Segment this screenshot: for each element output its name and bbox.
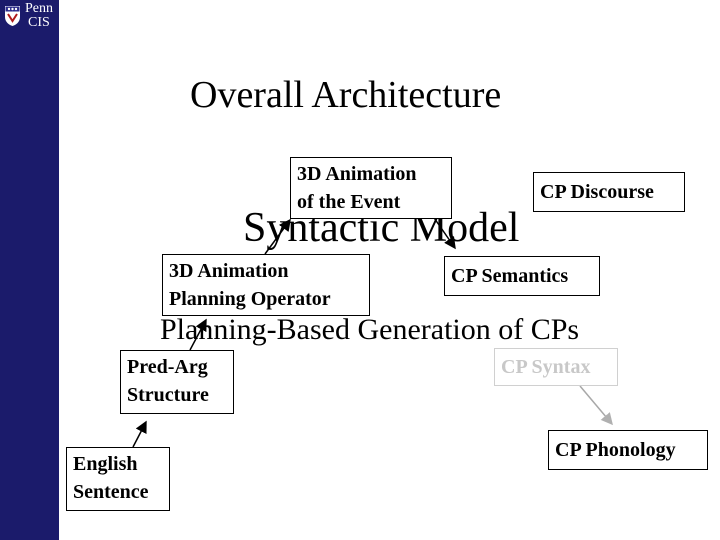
box-text-line1: CP Semantics — [451, 265, 569, 287]
logo-text-penn: Penn — [25, 1, 53, 16]
arrow-syntax-to-phonology — [579, 385, 613, 426]
box-text-line2: Structure — [127, 384, 209, 406]
box-text-line2: of the Event — [297, 191, 401, 213]
shield-icon — [5, 6, 20, 26]
slide-title: Overall Architecture — [190, 74, 502, 116]
box-pred-arg-structure: Pred-Arg Structure — [120, 350, 234, 414]
box-text-line2: Sentence — [73, 481, 149, 503]
box-cp-phonology: CP Phonology — [548, 430, 708, 470]
box-text-line1: English — [73, 453, 138, 475]
arrow-english-to-predarg — [132, 420, 147, 448]
box-cp-semantics: CP Semantics — [444, 256, 600, 296]
planning-generation-label: Planning-Based Generation of CPs — [160, 313, 580, 346]
box-text-line1: Pred-Arg — [127, 356, 208, 378]
sidebar: Penn CIS — [0, 0, 59, 540]
box-cp-discourse: CP Discourse — [533, 172, 685, 212]
box-cp-syntax: CP Syntax — [494, 348, 618, 386]
box-text-line1: CP Discourse — [540, 181, 654, 203]
box-text-line2: Planning Operator — [169, 288, 331, 310]
box-3d-animation-event: 3D Animation of the Event — [290, 157, 452, 219]
box-english-sentence: English Sentence — [66, 447, 170, 511]
box-text-line1: CP Syntax — [501, 356, 591, 378]
box-text-line1: 3D Animation — [297, 163, 417, 185]
penn-cis-logo: Penn CIS — [2, 2, 57, 34]
box-text-line1: CP Phonology — [555, 439, 676, 461]
box-text-line1: 3D Animation — [169, 260, 289, 282]
box-3d-animation-planning-operator: 3D Animation Planning Operator — [162, 254, 370, 316]
logo-text-cis: CIS — [28, 15, 50, 30]
